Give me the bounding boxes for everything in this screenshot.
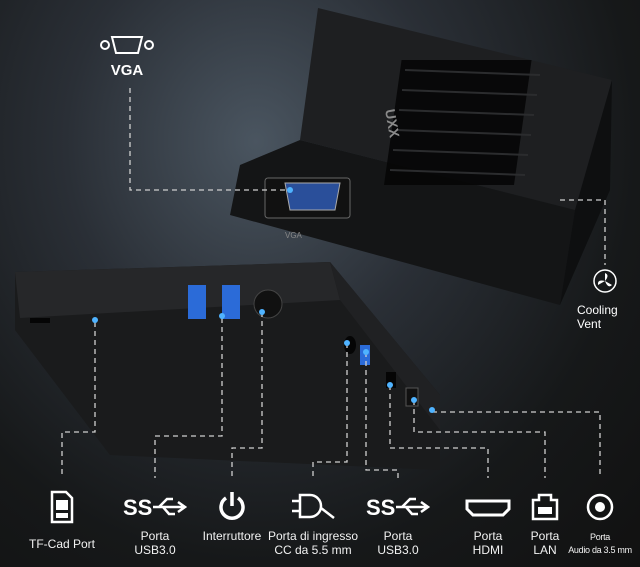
usb3-icon: SS bbox=[366, 495, 430, 520]
vga-port-print: VGA bbox=[285, 231, 303, 240]
sd-card-icon bbox=[50, 490, 74, 524]
svg-text:SS: SS bbox=[366, 495, 395, 520]
vga-label: VGA bbox=[110, 62, 144, 79]
power-icon bbox=[219, 492, 245, 520]
usb3-icon: SS bbox=[123, 495, 187, 520]
label-line: Porta bbox=[140, 529, 170, 543]
label-line: Porta di ingresso bbox=[267, 529, 359, 543]
label-line: Porta bbox=[473, 529, 503, 543]
ethernet-icon bbox=[531, 493, 559, 521]
label-line: Porta bbox=[589, 532, 611, 542]
label-line: LAN bbox=[533, 543, 557, 557]
label-line: Porta bbox=[530, 529, 560, 543]
power-switch-label: Interruttore bbox=[202, 529, 262, 543]
svg-text:SS: SS bbox=[123, 495, 152, 520]
label-line: Audio da 3.5 mm bbox=[568, 545, 632, 555]
mini-pc-top-view: UXX VGA bbox=[230, 8, 612, 305]
cooling-vent-label: Cooling Vent bbox=[577, 303, 618, 331]
vga-connector-icon bbox=[100, 36, 154, 54]
callout-lines bbox=[61, 88, 606, 478]
audio-jack-icon bbox=[586, 493, 614, 521]
hdmi-icon bbox=[465, 499, 511, 517]
label-line: Porta bbox=[383, 529, 413, 543]
label-line: USB3.0 bbox=[377, 543, 419, 557]
label-line: USB3.0 bbox=[134, 543, 176, 557]
device-logo: UXX bbox=[382, 108, 403, 140]
mini-pc-side-view bbox=[15, 262, 440, 470]
tf-card-port-label: TF-Cad Port bbox=[28, 537, 96, 551]
label-line: CC da 5.5 mm bbox=[274, 543, 352, 557]
dc-plug-icon bbox=[292, 493, 335, 519]
fan-icon bbox=[593, 269, 617, 293]
label-line: HDMI bbox=[472, 543, 504, 557]
